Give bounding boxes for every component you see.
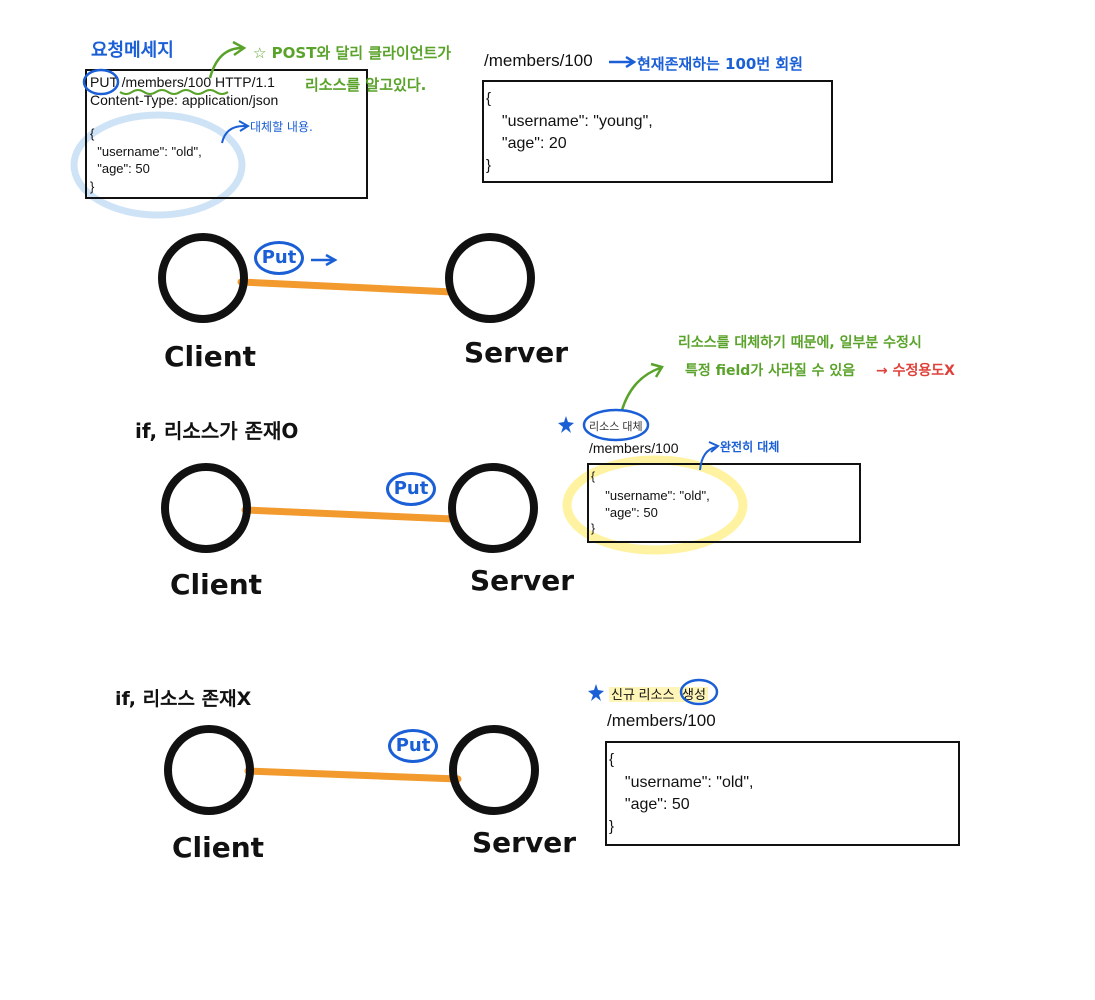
case-exists-note-red: → 수정용도X [876,363,955,379]
request-line: PUT /members/100 HTTP/1.1 [90,74,275,90]
case-missing-brace-close: } [609,818,615,835]
request-green-arrowhead [232,40,247,57]
connection-line-3 [244,767,462,783]
case-missing-username: "username": "old", [616,774,754,791]
put-tag-1: Put [254,241,304,275]
request-target-underline [119,89,229,95]
existing-note-arrowhead [625,55,637,69]
case-missing-age: "age": 50 [616,796,690,813]
case-exists-blue-arrowhead [708,441,720,453]
client-node-3 [164,725,254,815]
request-username: "username": "old", [90,144,202,159]
put-tag-2: Put [386,472,436,506]
request-message-box [85,69,368,199]
server-label-1: Server [464,336,569,369]
request-title: 요청메세지 [91,40,174,61]
existing-path: /members/100 [484,51,593,70]
request-blue-arrow [221,124,247,144]
case-exists-heading: if, 리소스가 존재O [135,419,299,443]
case-exists-resource-box [587,463,861,543]
case-exists-green-arrow [620,366,661,411]
client-node-1 [158,233,248,323]
case-exists-blue-arrow [699,446,717,471]
case-exists-age: "age": 50 [598,505,658,520]
existing-resource-box [482,80,833,183]
content-type-header: Content-Type: application/json [90,92,279,108]
case-exists-badge-circle [582,408,650,442]
server-node-3 [449,725,539,815]
server-node-2 [448,463,538,553]
existing-age: "age": 20 [493,135,567,152]
case-exists-path: /members/100 [589,440,679,456]
case-exists-star [558,416,574,433]
request-brace-open: { [90,126,95,141]
case-missing-brace-open: { [609,751,615,768]
case-missing-badge: 신규 리소스 생성 [609,684,708,703]
existing-brace-open: { [486,90,492,107]
request-note-green-1: ☆ POST와 달리 클라이언트가 [253,44,452,62]
case-missing-resource-box [605,741,960,846]
case-missing-badge-circled: 생성 [680,687,708,702]
existing-note: 현재존재하는 100번 회원 [637,55,803,73]
request-note-green-2: 리소스를 알고있다. [305,76,427,94]
client-label-2: Client [170,568,263,601]
case-exists-brace-close: } [591,521,596,535]
case-missing-star [588,684,604,701]
request-body-highlight [70,111,246,219]
case-exists-note-green-2: 특정 field가 사라질 수 있음 [685,363,856,379]
case-missing-path: /members/100 [607,711,716,730]
server-label-3: Server [472,826,577,859]
case-exists-badge: 리소스 대체 [589,421,643,433]
server-node-1 [445,233,535,323]
case-exists-note-green-1: 리소스를 대체하기 때문에, 일부분 수정시 [678,335,922,351]
server-label-2: Server [470,564,575,597]
case-exists-green-arrowhead [650,362,664,378]
case-missing-badge-circle [679,678,719,706]
put-method-circle [82,68,120,96]
request-brace-close: } [90,179,95,194]
case-exists-username: "username": "old", [598,488,710,503]
client-label-1: Client [164,340,257,373]
client-node-2 [161,463,251,553]
put-tag-3: Put [388,729,438,763]
connection-line-2 [241,506,457,523]
case-missing-heading: if, 리소스 존재X [115,688,252,710]
request-blue-arrowhead [238,120,250,132]
connection-line-1 [237,278,456,296]
existing-username: "username": "young", [493,113,653,130]
http-method: PUT [90,74,118,90]
replaced-body-highlight [562,455,748,555]
case-exists-note-blue: 완전히 대체 [720,440,780,454]
client-label-3: Client [172,831,265,864]
case-missing-badge-prefix: 신규 리소스 [609,687,681,702]
existing-brace-close: } [486,157,492,174]
request-note-blue: 대체할 내용. [250,120,313,134]
case-exists-brace-open: { [591,469,596,483]
put-arrowhead-1 [325,253,338,267]
request-age: "age": 50 [90,161,150,176]
request-target: /members/100 HTTP/1.1 [117,74,275,90]
request-green-arrow [208,46,243,79]
